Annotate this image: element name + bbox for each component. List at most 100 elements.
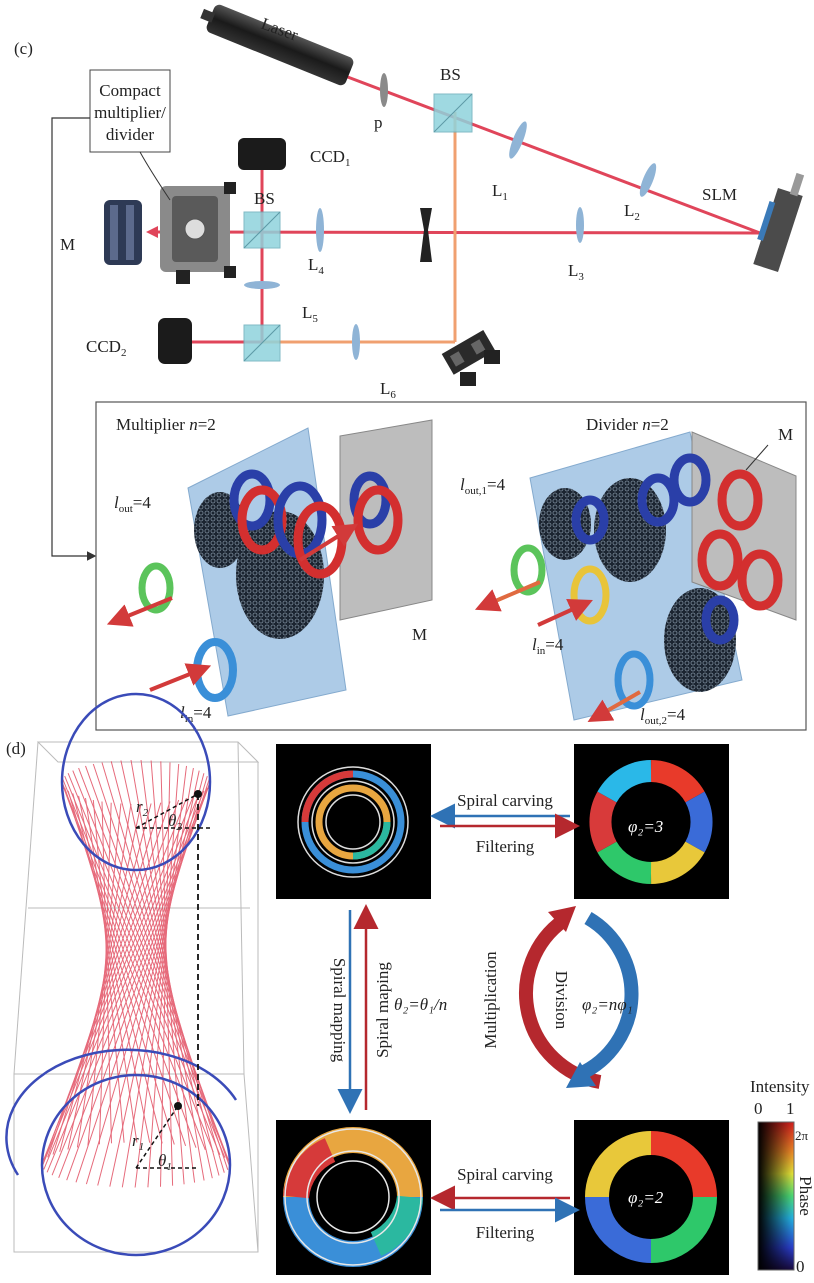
concave-lens bbox=[420, 208, 432, 262]
multiplication-label: Multiplication bbox=[481, 951, 500, 1049]
spiral-line bbox=[87, 803, 122, 1146]
bs-top-label: BS bbox=[440, 65, 461, 84]
arrow-multiplication bbox=[519, 914, 602, 1089]
divider-hologram-3 bbox=[664, 588, 736, 692]
spiral-line bbox=[160, 761, 174, 1186]
spiral-line bbox=[101, 801, 112, 1144]
spiral-carving-bottom-label: Spiral carving bbox=[457, 1165, 553, 1184]
lens-l2 bbox=[639, 163, 657, 197]
l-out1-beam bbox=[510, 544, 546, 596]
theta1-label: θ1 bbox=[158, 1151, 172, 1173]
spiral-line bbox=[147, 763, 180, 1188]
theta-relation: θ₂=θ₁/n bbox=[394, 995, 447, 1014]
multiplier-m-label: M bbox=[412, 625, 427, 644]
lens-l3 bbox=[576, 207, 584, 243]
lens-l5 bbox=[244, 281, 280, 289]
laser-device bbox=[200, 4, 354, 86]
polarizer bbox=[380, 73, 388, 107]
spiral-line bbox=[134, 765, 187, 1188]
panel-d-label: (d) bbox=[6, 739, 26, 758]
lens-l5-label: L5 bbox=[302, 303, 318, 325]
spiral-line bbox=[160, 762, 171, 1187]
spiral-line bbox=[98, 802, 112, 1145]
compact-box bbox=[89, 69, 171, 153]
divider-title: Divider n=2 bbox=[586, 415, 669, 434]
spiral-bounding-box bbox=[13, 741, 260, 1253]
spiral-line bbox=[150, 760, 185, 1185]
spiral-carving-top-label: Spiral carving bbox=[457, 791, 553, 810]
spiral-line bbox=[92, 799, 125, 1143]
filtering-bottom-label: Filtering bbox=[476, 1223, 535, 1242]
tile-bottom-left-ring bbox=[283, 1127, 423, 1267]
l-in-right-beam bbox=[570, 565, 610, 625]
ccd2-label: CCD2 bbox=[86, 337, 126, 359]
lens-l6 bbox=[352, 324, 360, 360]
colorbar-intensity-overlay bbox=[758, 1122, 794, 1270]
bs-mid-label: BS bbox=[254, 189, 275, 208]
top-circle bbox=[60, 692, 212, 872]
l-in-right-label: lin=4 bbox=[532, 635, 564, 657]
spiral-line bbox=[72, 770, 229, 1161]
r1-label: r1 bbox=[132, 1131, 144, 1153]
spiral-line bbox=[64, 787, 187, 1147]
colorbar-phase-min: 0 bbox=[796, 1257, 805, 1276]
theta2-label: θ2 bbox=[168, 811, 182, 833]
colorbar-phase-max: 2π bbox=[795, 1128, 809, 1143]
lens-l4-label: L4 bbox=[308, 255, 324, 277]
tile-top-left-spiral bbox=[301, 770, 405, 874]
spiral-line bbox=[92, 763, 229, 1170]
compact-line-1: Compact bbox=[99, 81, 161, 100]
tile-bottom-right-ring bbox=[585, 1131, 717, 1263]
spiral-line bbox=[64, 775, 221, 1155]
connector-line bbox=[51, 117, 97, 561]
l-in-arrow bbox=[149, 663, 212, 692]
divider-m-label: M bbox=[778, 425, 793, 444]
division-label: Division bbox=[552, 971, 571, 1030]
spiral-line bbox=[121, 768, 194, 1188]
tile-top-right-ring bbox=[589, 760, 713, 884]
lens-l4 bbox=[316, 208, 324, 252]
spiral-line bbox=[61, 781, 206, 1150]
spiral-line bbox=[43, 799, 180, 1161]
l-out2-label: lout,2=4 bbox=[640, 705, 686, 727]
filtering-top-label: Filtering bbox=[476, 837, 535, 856]
multiplier-title: Multiplier n=2 bbox=[116, 415, 216, 434]
colorbar-intensity-min: 0 bbox=[754, 1099, 763, 1118]
arrow-division bbox=[576, 911, 639, 1081]
lens-l3-label: L3 bbox=[568, 261, 584, 283]
phi-bottom-label: φ₂=2 bbox=[628, 1188, 664, 1207]
phi-relation: φ₂=nφ₁ bbox=[582, 995, 633, 1014]
divider-rings bbox=[571, 453, 783, 645]
mirror-mount-reference bbox=[441, 330, 496, 375]
outer-arc bbox=[5, 1048, 238, 1176]
ccd2-camera bbox=[158, 318, 192, 364]
lens-l6-label: L6 bbox=[380, 379, 396, 401]
l-out1-label: lout,1=4 bbox=[460, 475, 506, 497]
l-out2-beam bbox=[614, 650, 654, 710]
beam-laser-to-slm bbox=[344, 74, 761, 235]
compact-multiplier-assembly bbox=[104, 182, 236, 284]
r2-label: r2 bbox=[136, 797, 149, 819]
spiral-line bbox=[43, 793, 200, 1170]
slm-device bbox=[753, 172, 805, 273]
polarizer-label: p bbox=[374, 113, 383, 132]
lens-l1 bbox=[509, 121, 527, 159]
bottom-circle bbox=[40, 1073, 232, 1257]
colorbar bbox=[757, 1121, 795, 1271]
phi-top-label: φ₂=3 bbox=[628, 817, 663, 836]
l-out-beam bbox=[138, 562, 174, 614]
l-out-arrow bbox=[106, 596, 173, 627]
colorbar-phase-label: Phase bbox=[796, 1176, 814, 1216]
compact-line-2: multiplier/ bbox=[94, 103, 166, 122]
lens-l2-label: L2 bbox=[624, 201, 640, 223]
spiral-line bbox=[47, 801, 171, 1158]
spiral-mapping-1-label: Spiral mapping bbox=[330, 958, 349, 1063]
lens-l1-label: L1 bbox=[492, 181, 508, 203]
spiral-line bbox=[101, 762, 225, 1173]
ccd1-label: CCD1 bbox=[310, 147, 350, 169]
compact-line-3: divider bbox=[106, 125, 154, 144]
mirror-m-label: M bbox=[60, 235, 75, 254]
spiral-line bbox=[109, 770, 200, 1187]
colorbar-intensity-max: 1 bbox=[786, 1099, 795, 1118]
